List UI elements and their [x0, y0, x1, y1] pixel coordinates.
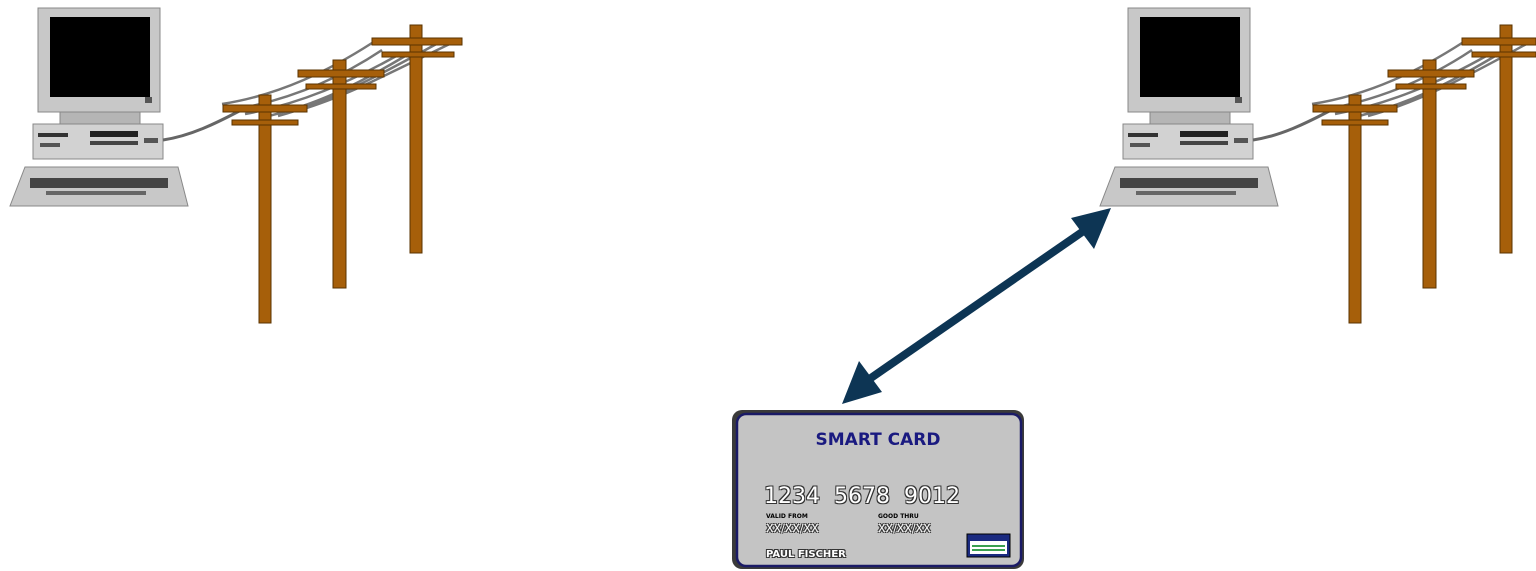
right-network-illustration [1090, 0, 1536, 330]
card-holder-name: PAUL FISCHER [766, 549, 846, 560]
left-monitor-screen [50, 17, 150, 97]
telephone-pole-icon [372, 25, 462, 253]
card-title: SMART CARD [730, 430, 1026, 450]
right-computer-icon [1100, 8, 1335, 206]
connection-arrow [830, 200, 1120, 415]
right-network-group [1090, 0, 1536, 330]
arrowhead-card-end [842, 361, 882, 404]
arrowhead-computer-end [1071, 208, 1111, 249]
telephone-pole-icon [1313, 95, 1397, 323]
valid-from-value: XX/XX/XX [766, 522, 819, 535]
right-monitor-screen [1140, 17, 1240, 97]
smart-card: SMART CARD 1234 5678 9012 VALID FROM XX/… [730, 408, 1026, 571]
good-thru-label: GOOD THRU [878, 513, 919, 520]
left-computer-icon [10, 8, 245, 206]
card-chip-icon [966, 533, 1011, 558]
good-thru-value: XX/XX/XX [878, 522, 931, 535]
left-network-illustration [0, 0, 470, 330]
left-network-group [0, 0, 470, 330]
double-headed-arrow [830, 200, 1120, 415]
right-telephone-poles [1313, 25, 1536, 323]
telephone-pole-icon [298, 60, 384, 288]
valid-from-label: VALID FROM [766, 513, 808, 520]
telephone-pole-icon [223, 95, 307, 323]
card-number: 1234 5678 9012 [764, 484, 960, 509]
telephone-pole-icon [1388, 60, 1474, 288]
left-telephone-poles [223, 25, 462, 323]
